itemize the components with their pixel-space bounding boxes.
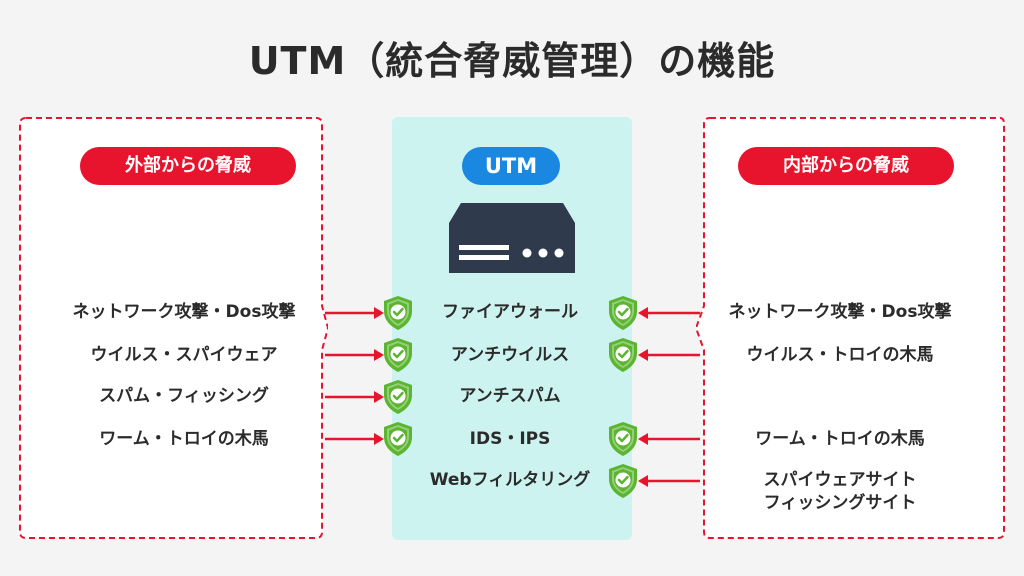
feature-firewall: ファイアウォール	[442, 302, 578, 322]
utm-badge: UTM	[462, 147, 560, 185]
external-threats-panel	[18, 116, 328, 540]
utm-panel	[392, 117, 632, 540]
internal-threat-network-attack: ネットワーク攻撃・Dos攻撃	[728, 302, 952, 322]
internal-threats-badge: 内部からの脅威	[738, 147, 954, 185]
external-threat-virus-spyware: ウイルス・スパイウェア	[90, 345, 278, 365]
external-threat-worm-trojan: ワーム・トロイの木馬	[99, 429, 269, 449]
external-threats-badge: 外部からの脅威	[80, 147, 296, 185]
internal-threat-spyware-site: スパイウェアサイト	[763, 470, 917, 490]
internal-threat-phishing-site: フィッシングサイト	[763, 493, 917, 513]
feature-web-filtering: Webフィルタリング	[429, 470, 591, 490]
page-title: UTM（統合脅威管理）の機能	[248, 39, 776, 83]
feature-antispam: アンチスパム	[459, 386, 561, 406]
external-threat-spam-phishing: スパム・フィッシング	[99, 386, 269, 406]
internal-threat-virus-trojan: ウイルス・トロイの木馬	[746, 345, 934, 365]
server-icon	[449, 203, 575, 273]
internal-threats-panel	[696, 116, 1006, 540]
feature-ids-ips: IDS・IPS	[469, 429, 551, 449]
feature-antivirus: アンチウイルス	[450, 345, 570, 365]
external-threat-network-attack: ネットワーク攻撃・Dos攻撃	[72, 302, 296, 322]
internal-threat-worm-trojan: ワーム・トロイの木馬	[755, 429, 925, 449]
